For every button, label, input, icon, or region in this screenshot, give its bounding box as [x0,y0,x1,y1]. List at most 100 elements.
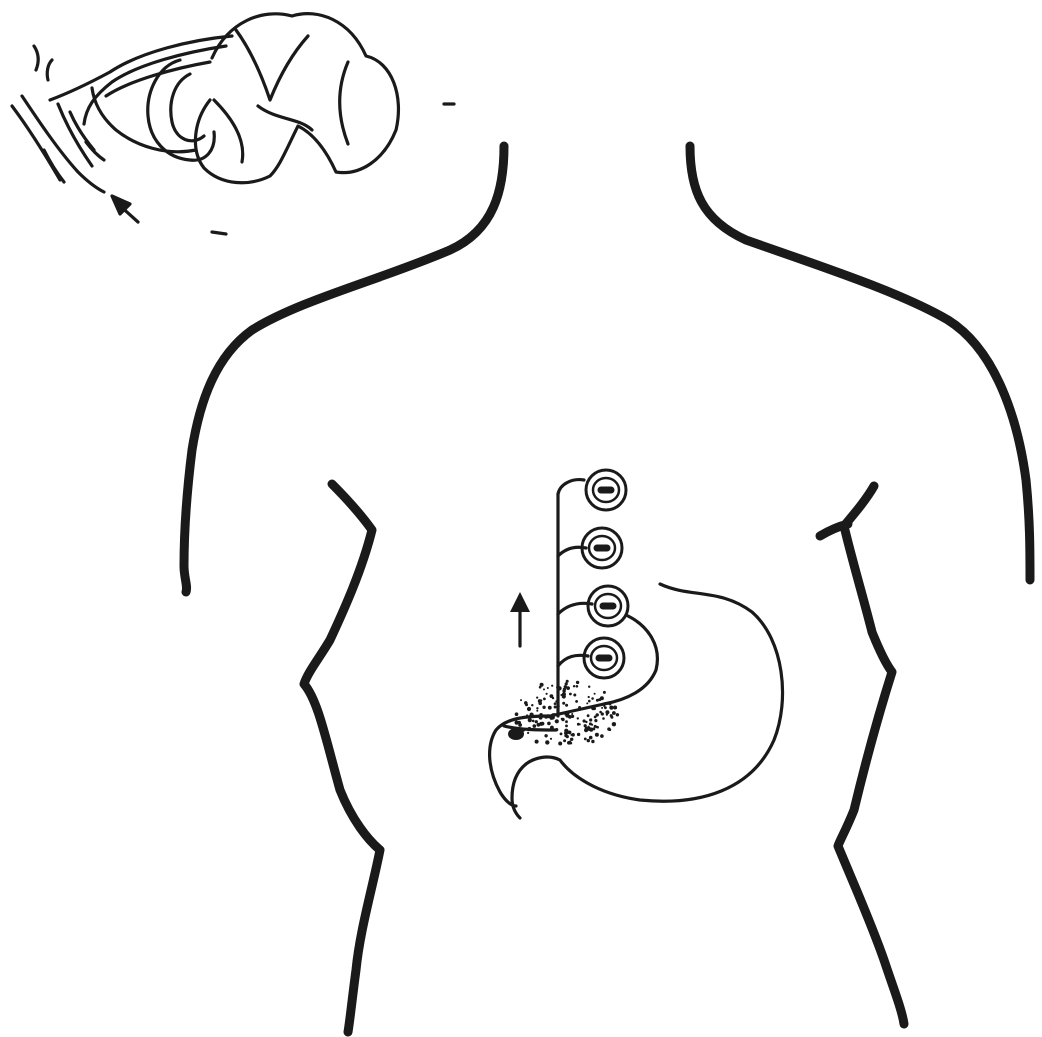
irritation-dot [595,733,599,737]
irritation-dot [543,688,545,690]
torso-outline-icon [184,146,1030,1032]
irritation-dot [536,710,538,712]
irritation-dot [555,728,558,731]
irritation-dot [527,732,529,734]
irritation-dot [576,685,579,688]
irritation-dot [544,734,547,737]
irritation-dot [575,700,578,703]
irritation-dot [563,688,566,691]
irritation-dot [536,707,538,709]
irritation-dot [585,727,588,730]
irritation-dot [531,704,533,706]
irritation-dot [564,731,568,735]
irritation-dot [606,714,608,716]
irritation-dot [526,714,528,716]
irritation-dot [551,715,555,719]
irritation-dot [616,713,619,716]
irritation-dot [584,738,587,741]
irritation-dot [536,697,538,699]
irritation-dot [585,721,587,723]
irritation-dot [562,692,566,696]
irritation-dot [557,705,560,708]
irritation-dot [554,702,557,705]
vertebral-segment [588,586,628,626]
irritation-dot [603,705,605,707]
irritation-dot [515,721,519,725]
irritation-dot [613,706,616,709]
irritation-dot [596,713,599,716]
irritation-dot [560,694,562,696]
irritation-dot [568,715,572,719]
irritation-dot [563,739,566,742]
irritation-dot [600,734,604,738]
irritation-dot [588,696,590,698]
irritation-dot [588,700,591,703]
arrow-icon [112,196,138,222]
irritation-dot [591,740,594,743]
irritation-dot [548,706,552,710]
irritation-dot [587,739,590,742]
irritation-dot [550,726,554,730]
irritation-dot [610,716,613,719]
irritation-dot [566,680,569,683]
irritation-dot [540,699,542,701]
irritation-dot [550,738,552,740]
irritation-dot [550,694,554,698]
irritation-dot [518,723,522,727]
irritation-dot [555,700,557,702]
irritation-dot [570,738,573,741]
irritation-dot [540,683,544,687]
irritation-dot [555,719,559,723]
irritation-dot [522,728,525,731]
irritation-dot [535,740,539,744]
irritation-dot [600,696,604,700]
irritation-dot [576,681,579,684]
irritation-dot [546,693,548,695]
spinal-segments [558,470,628,716]
irritation-dot [608,702,611,705]
irritation-dot [547,687,549,689]
irritation-dot [560,733,563,736]
irritation-dot [609,706,613,710]
irritation-dot [518,721,520,723]
irritation-dot [588,686,590,688]
irritation-dot [577,733,580,736]
irritation-dot [588,726,590,728]
irritation-dot [609,728,612,731]
irritation-dot [601,712,604,715]
stomach-icon [490,584,783,818]
irritation-dot [591,724,593,726]
irritation-dot [591,697,594,700]
irritation-dot [591,706,595,710]
irritation-dot [558,742,562,746]
irritation-dot [535,720,538,723]
irritation-dot [607,711,609,713]
irritation-dot [537,723,541,727]
irritation-dot [589,718,592,721]
irritation-dot [565,720,568,723]
irritation-dot [530,713,533,716]
irritation-dot [547,722,551,726]
irritation-dot [569,693,572,696]
irritation-dot [538,702,542,706]
irritation-dot [567,712,570,715]
irritation-dot [570,734,572,736]
irritation-dot [539,716,543,720]
irritation-dot [528,727,532,731]
irritation-dot [612,711,616,715]
irritation-dot [602,717,605,720]
irritation-dot [524,701,528,705]
irritation-dot [586,702,588,704]
irritation-dot [612,722,616,726]
irritation-dot [577,717,579,719]
irritation-dot [543,698,546,701]
irritation-dot [528,718,532,722]
vertebral-segment [582,528,622,568]
irritation-dot [573,694,576,697]
irritation-dot [567,741,571,745]
irritation-dot [568,731,571,734]
spinal-cord-cross-section-icon [12,14,454,234]
irritation-dot [520,699,522,701]
irritation-dot [562,702,565,705]
vertebral-segment [584,638,624,678]
